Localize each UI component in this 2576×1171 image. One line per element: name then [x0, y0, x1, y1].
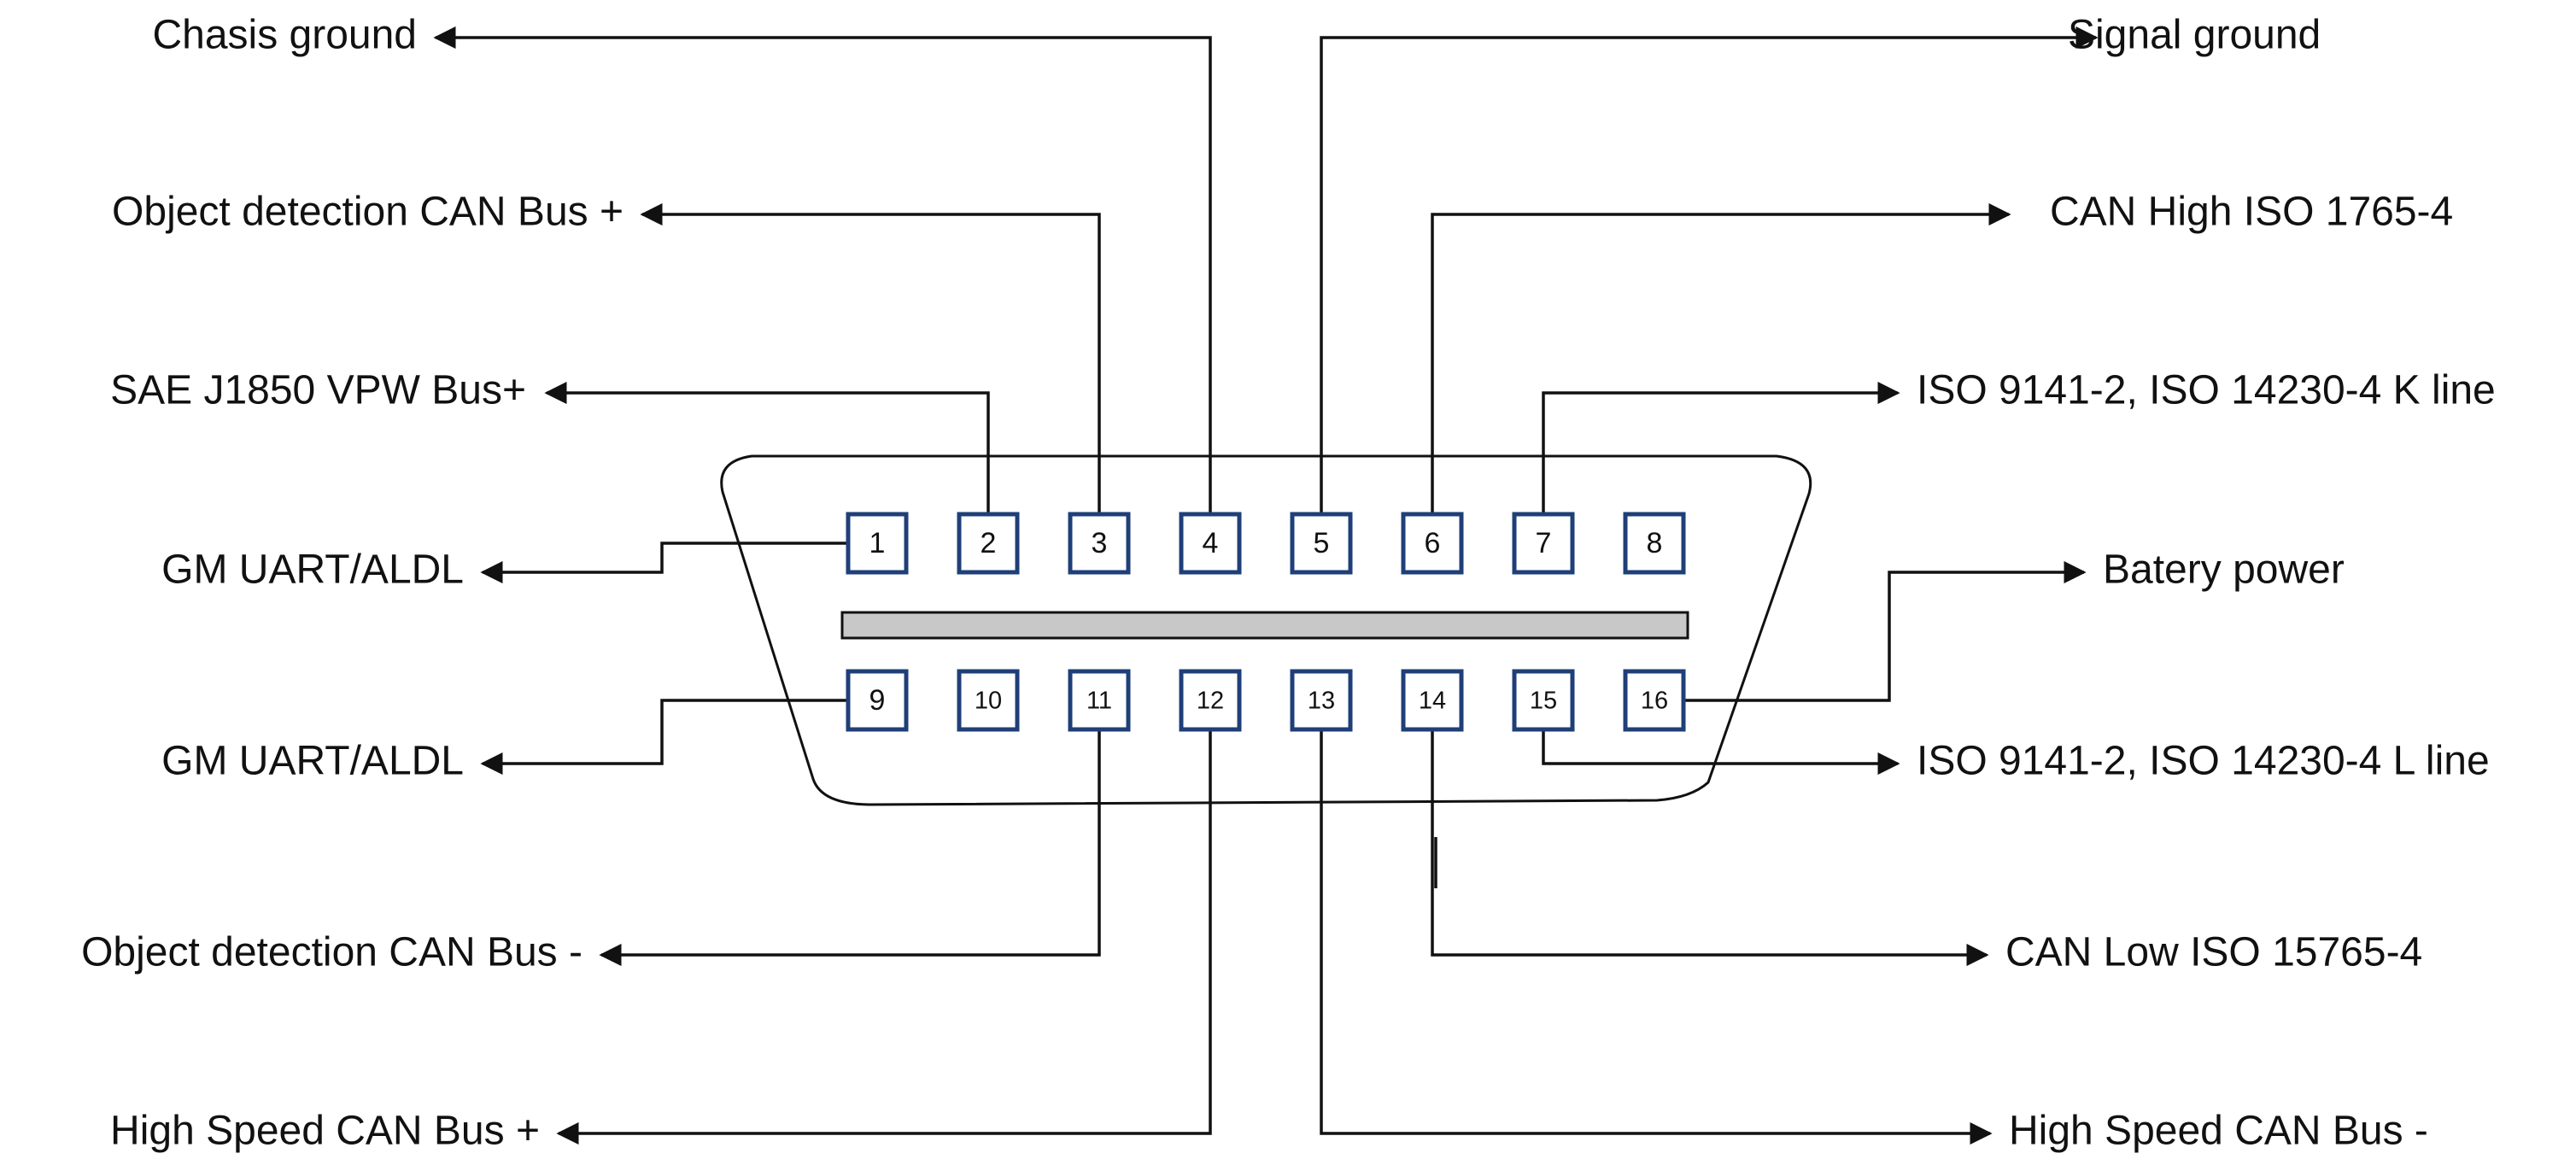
pin-10: 10 — [957, 669, 1020, 732]
pin-number-14: 14 — [1419, 688, 1446, 715]
pin-14: 14 — [1401, 669, 1464, 732]
wire-pin-6 — [1431, 202, 2011, 514]
pin-box-15 — [1512, 669, 1575, 732]
pin-box-3 — [1068, 512, 1131, 575]
wire-pin-14 — [1431, 729, 1989, 967]
wire-pin-9 — [480, 699, 848, 776]
pin-5: 5 — [1290, 512, 1353, 575]
wire-pin-13 — [1320, 729, 1993, 1145]
pin-box-2 — [957, 512, 1020, 575]
wires-layer — [433, 26, 2099, 1145]
wire-pin-7 — [1542, 381, 1900, 514]
pin-16: 16 — [1623, 669, 1686, 732]
wire-pin-15 — [1542, 729, 1900, 776]
pin-box-6 — [1401, 512, 1464, 575]
pin-label-9: GM UART/ALDL — [161, 739, 464, 784]
pin-box-16 — [1623, 669, 1686, 732]
pin-8: 8 — [1623, 512, 1686, 575]
pin-number-10: 10 — [975, 688, 1002, 715]
pin-number-11: 11 — [1086, 688, 1112, 715]
pin-box-10 — [957, 669, 1020, 732]
pin-3: 3 — [1068, 512, 1131, 575]
pin-number-7: 7 — [1536, 527, 1552, 559]
pin-number-8: 8 — [1647, 527, 1663, 559]
wire-pin-4 — [433, 26, 1212, 514]
pin-box-7 — [1512, 512, 1575, 575]
pin-box-9 — [846, 669, 909, 732]
connector-separator-bar — [840, 611, 1689, 640]
wire-pin-16 — [1683, 560, 2087, 702]
pin-label-6: CAN High ISO 1765-4 — [2050, 190, 2453, 235]
pin-1: 1 — [846, 512, 909, 575]
pin-label-1: GM UART/ALDL — [161, 547, 464, 593]
pin-label-11: Object detection CAN Bus - — [81, 930, 583, 975]
pin-label-3: Object detection CAN Bus + — [112, 190, 624, 235]
pin-number-5: 5 — [1314, 527, 1330, 559]
pin-6: 6 — [1401, 512, 1464, 575]
labels-layer: GM UART/ALDL SAE J1850 VPW Bus+ Object det… — [81, 13, 2496, 1154]
wire-pin-11 — [599, 729, 1101, 967]
pin-label-7: ISO 9141-2, ISO 14230-4 K line — [1917, 368, 2496, 413]
pin-12: 12 — [1179, 669, 1242, 732]
pin-label-14: CAN Low ISO 15765-4 — [2005, 930, 2422, 975]
pin-number-6: 6 — [1425, 527, 1441, 559]
pin-label-13: High Speed CAN Bus - — [2009, 1109, 2428, 1154]
pin-box-13 — [1290, 669, 1353, 732]
pin-box-12 — [1179, 669, 1242, 732]
pin-13: 13 — [1290, 669, 1353, 732]
wire-pin-3 — [640, 202, 1101, 514]
pin-box-4 — [1179, 512, 1242, 575]
wire-pin-12 — [556, 729, 1212, 1145]
pin-box-1 — [846, 512, 909, 575]
pin-number-12: 12 — [1197, 688, 1224, 715]
pin-number-16: 16 — [1641, 688, 1668, 715]
pin-4: 4 — [1179, 512, 1242, 575]
pin-box-14 — [1401, 669, 1464, 732]
pin-number-15: 15 — [1530, 688, 1557, 715]
pin-9: 9 — [846, 669, 909, 732]
pin-label-15: ISO 9141-2, ISO 14230-4 L line — [1917, 739, 2490, 784]
pin-box-5 — [1290, 512, 1353, 575]
pin-label-12: High Speed CAN Bus + — [110, 1109, 540, 1154]
pin-label-2: SAE J1850 VPW Bus+ — [110, 368, 526, 413]
pin-number-13: 13 — [1308, 688, 1335, 715]
pin-number-3: 3 — [1092, 527, 1108, 559]
wire-pin-5 — [1320, 26, 2099, 514]
pin-label-16: Batery power — [2103, 547, 2345, 593]
pin-number-1: 1 — [869, 527, 886, 559]
wire-pin-1 — [480, 542, 848, 584]
pin-15: 15 — [1512, 669, 1575, 732]
pin-number-4: 4 — [1203, 527, 1219, 559]
pin-11: 11 — [1068, 669, 1131, 732]
pin-2: 2 — [957, 512, 1020, 575]
pin-box-8 — [1623, 512, 1686, 575]
pin-box-11 — [1068, 669, 1131, 732]
pin-number-9: 9 — [869, 684, 886, 717]
pin-7: 7 — [1512, 512, 1575, 575]
pin-label-5: Signal ground — [2068, 13, 2321, 58]
pin-label-4: Chasis ground — [152, 13, 417, 58]
pin-number-2: 2 — [981, 527, 997, 559]
wire-pin-2 — [544, 381, 990, 514]
